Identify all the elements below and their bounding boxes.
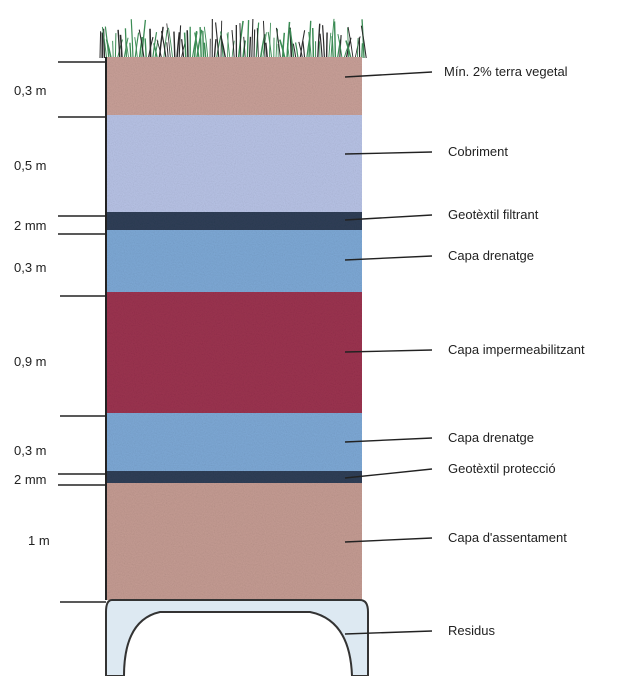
grass-blade xyxy=(318,24,320,58)
grass-blade xyxy=(335,21,336,58)
grass-blade xyxy=(303,41,305,58)
label-bedding: Capa d'assentament xyxy=(448,530,567,545)
grass-blade xyxy=(252,19,253,58)
layer-bedding xyxy=(106,483,362,600)
layer-waterproof xyxy=(106,292,362,413)
grass-blade xyxy=(362,43,363,58)
label-waterproof: Capa impermeabilitzant xyxy=(448,342,585,357)
thickness-bedding: 1 m xyxy=(28,533,50,548)
grass-blade xyxy=(247,20,248,58)
grass-blade xyxy=(329,33,331,58)
layer-stack xyxy=(106,57,362,600)
thickness-geo-filter: 2 mm xyxy=(14,218,47,233)
grass-blade xyxy=(203,31,204,58)
thickness-waterproof: 0,9 m xyxy=(14,354,47,369)
grass-blade xyxy=(115,33,116,58)
grass-blade xyxy=(179,25,180,58)
thickness-cover: 0,5 m xyxy=(14,158,47,173)
waste-container xyxy=(106,600,368,676)
grass-blade xyxy=(240,23,241,58)
layer-drain-2 xyxy=(106,413,362,471)
grass-blade xyxy=(130,43,131,58)
label-topsoil: Mín. 2% terra vegetal xyxy=(444,64,568,79)
label-cover: Cobriment xyxy=(448,144,508,159)
layer-geo-filter xyxy=(106,212,362,230)
label-geo-protect: Geotèxtil protecció xyxy=(448,461,556,476)
grass-blade xyxy=(113,41,114,58)
layer-drain-1 xyxy=(106,230,362,292)
grass-blade xyxy=(357,38,358,58)
thickness-ticks xyxy=(58,62,106,602)
layer-cover xyxy=(106,115,362,212)
grass-blade xyxy=(185,33,186,58)
thickness-topsoil: 0,3 m xyxy=(14,83,47,98)
grass-blade xyxy=(187,30,188,58)
grass-blade xyxy=(150,29,151,58)
grass-blade xyxy=(320,34,322,58)
label-geo-filter: Geotèxtil filtrant xyxy=(448,207,539,222)
grass-blade xyxy=(174,32,175,58)
label-waste: Residus xyxy=(448,623,495,638)
grass-blade xyxy=(250,37,251,58)
grass-blade xyxy=(313,28,314,58)
label-drain-1: Capa drenatge xyxy=(448,248,534,263)
grass-blade xyxy=(254,30,255,58)
grass-blade xyxy=(214,39,216,58)
thickness-geo-protect: 2 mm xyxy=(14,472,47,487)
grass-blade xyxy=(121,35,122,58)
grass-blade xyxy=(332,36,333,58)
layer-geo-protect xyxy=(106,471,362,483)
layer-topsoil xyxy=(106,57,362,115)
grass-blade xyxy=(145,38,146,58)
grass-blade xyxy=(131,19,133,58)
grass-blade xyxy=(323,25,325,58)
grass-blade xyxy=(167,42,168,58)
label-drain-2: Capa drenatge xyxy=(448,430,534,445)
grass-blade xyxy=(266,43,267,58)
grass-blade xyxy=(100,31,101,58)
thickness-drain-1: 0,3 m xyxy=(14,260,47,275)
grass-tufts xyxy=(100,19,366,58)
thickness-drain-2: 0,3 m xyxy=(14,443,47,458)
grass-blade xyxy=(204,43,205,58)
